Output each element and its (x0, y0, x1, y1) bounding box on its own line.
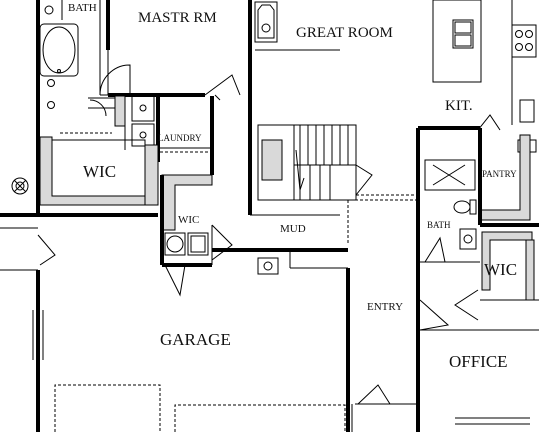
sink-icon (44, 5, 55, 109)
wic-small-label: WIC (178, 214, 199, 226)
garage-label: GARAGE (160, 330, 231, 349)
stair-arrow-icon (295, 149, 305, 191)
laundry-label: LAUNDRY (158, 133, 202, 143)
door-swing-icon (99, 64, 131, 96)
great-room-label: GREAT ROOM (296, 25, 393, 41)
door-swing-icon (37, 234, 56, 266)
bathtub-icon (39, 23, 79, 77)
pantry-label: PANTRY (482, 169, 517, 179)
door-swing-icon (211, 224, 233, 261)
door-swing-icon (419, 299, 450, 331)
master-bath-area (36, 0, 131, 215)
staircase (257, 124, 373, 201)
door-swing-icon (454, 289, 479, 321)
entry-label: ENTRY (367, 301, 403, 313)
mud-label: MUD (280, 223, 306, 235)
room-labels: BATH MASTR RM GREAT ROOM KIT. LAUNDRY WI… (68, 2, 517, 371)
office-label: OFFICE (449, 352, 508, 371)
utility-sink-icon (257, 257, 279, 275)
stove-icon (511, 24, 537, 58)
walk-in-closet-right (454, 231, 539, 321)
door-swing-icon (357, 384, 391, 405)
kitchen-sink-icon (452, 19, 474, 49)
kitchen-area (432, 0, 537, 153)
office-area (418, 299, 539, 425)
wic-left-label: WIC (83, 162, 116, 181)
wic-right-label: WIC (484, 260, 517, 279)
great-room-walls (248, 80, 420, 216)
master-room-walls (106, 0, 340, 101)
ceiling-fan-icon (11, 177, 29, 195)
water-heater-icon (164, 232, 209, 256)
garage-area (0, 213, 346, 432)
pantry-area (477, 114, 539, 227)
bath-label: BATH (68, 2, 97, 14)
door-swing-icon (204, 74, 241, 96)
door-swing-icon (355, 164, 373, 196)
right-bath-area (416, 126, 480, 432)
toilet-icon (453, 199, 477, 215)
bath-right-label: BATH (427, 220, 451, 230)
walk-in-closet-left (39, 136, 159, 206)
door-swing-icon (89, 99, 107, 117)
door-swing-icon (424, 236, 446, 263)
mud-entry-walls (212, 200, 418, 432)
kitchen-label: KIT. (445, 98, 473, 114)
shower-icon (424, 159, 476, 191)
door-swing-icon (477, 114, 501, 131)
sink-icon (459, 228, 477, 250)
small-closet-area (160, 174, 233, 297)
fireplace-icon (254, 1, 340, 51)
master-room-label: MASTR RM (138, 10, 217, 26)
door-swing-icon (164, 264, 186, 297)
